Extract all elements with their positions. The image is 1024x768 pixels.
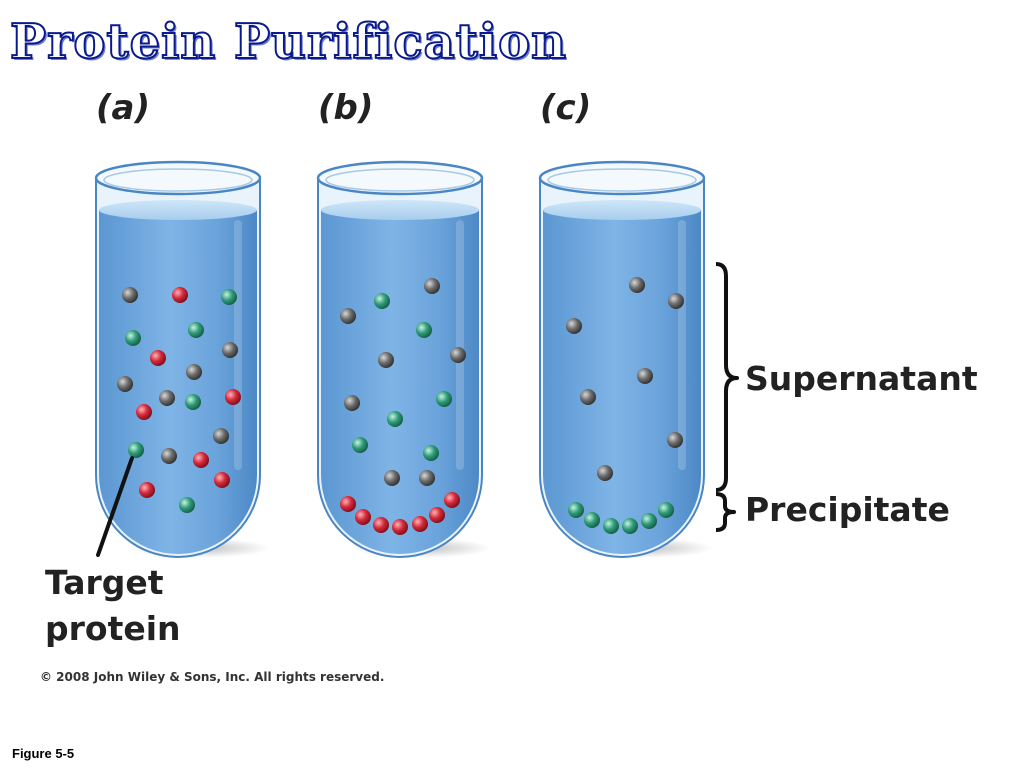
figure-caption: Figure 5-5 bbox=[12, 746, 75, 761]
slide-title: Protein Purification bbox=[9, 13, 567, 71]
green-protein bbox=[221, 289, 237, 305]
red-protein-precipitate bbox=[392, 519, 408, 535]
gray-protein bbox=[566, 318, 582, 334]
test-tube-c bbox=[538, 160, 713, 558]
green-protein-precipitate bbox=[658, 502, 674, 518]
tube-rim-inner bbox=[325, 168, 475, 192]
green-protein-precipitate bbox=[622, 518, 638, 534]
gray-protein bbox=[122, 287, 138, 303]
green-protein-precipitate bbox=[568, 502, 584, 518]
gray-protein bbox=[667, 432, 683, 448]
panel-label-b: (b) bbox=[318, 88, 374, 128]
gray-protein bbox=[344, 395, 360, 411]
gray-protein bbox=[117, 376, 133, 392]
target-protein-label: Target protein bbox=[45, 560, 181, 652]
red-protein bbox=[139, 482, 155, 498]
green-protein bbox=[423, 445, 439, 461]
gray-protein bbox=[629, 277, 645, 293]
green-protein bbox=[188, 322, 204, 338]
target-pointer-line bbox=[96, 456, 134, 557]
green-protein bbox=[179, 497, 195, 513]
gray-protein bbox=[161, 448, 177, 464]
target-protein bbox=[128, 442, 144, 458]
gray-protein bbox=[450, 347, 466, 363]
green-protein bbox=[436, 391, 452, 407]
glass-highlight bbox=[234, 220, 242, 470]
gray-protein bbox=[580, 389, 596, 405]
tube-liquid bbox=[321, 210, 479, 554]
gray-protein bbox=[424, 278, 440, 294]
tube-rim bbox=[94, 160, 262, 196]
test-tube-b bbox=[316, 160, 491, 558]
target-label-line1: Target bbox=[45, 563, 164, 602]
green-protein bbox=[125, 330, 141, 346]
green-protein bbox=[416, 322, 432, 338]
red-protein bbox=[150, 350, 166, 366]
protein-particles bbox=[117, 277, 684, 535]
tube-rim-inner bbox=[103, 168, 253, 192]
green-protein-precipitate bbox=[641, 513, 657, 529]
tube-liquid bbox=[543, 210, 701, 554]
red-protein-precipitate bbox=[373, 517, 389, 533]
red-protein bbox=[225, 389, 241, 405]
green-protein bbox=[374, 293, 390, 309]
gray-protein bbox=[668, 293, 684, 309]
glass-highlight bbox=[456, 220, 464, 470]
red-protein-precipitate bbox=[340, 496, 356, 512]
green-protein bbox=[352, 437, 368, 453]
gray-protein bbox=[378, 352, 394, 368]
gray-protein bbox=[419, 470, 435, 486]
gray-protein bbox=[597, 465, 613, 481]
panel-label-a: (a) bbox=[96, 88, 151, 128]
copyright-notice: © 2008 John Wiley & Sons, Inc. All right… bbox=[40, 670, 385, 684]
red-protein bbox=[193, 452, 209, 468]
liquid-surface bbox=[99, 200, 257, 220]
red-protein-precipitate bbox=[412, 516, 428, 532]
liquid-surface bbox=[543, 200, 701, 220]
red-protein-precipitate bbox=[429, 507, 445, 523]
precipitate-bracket bbox=[715, 492, 736, 532]
precipitate-label: Precipitate bbox=[745, 490, 950, 529]
gray-protein bbox=[222, 342, 238, 358]
green-protein bbox=[185, 394, 201, 410]
gray-protein bbox=[186, 364, 202, 380]
green-protein-precipitate bbox=[584, 512, 600, 528]
tube-rim-inner bbox=[547, 168, 697, 192]
red-protein-precipitate bbox=[444, 492, 460, 508]
panel-label-c: (c) bbox=[540, 88, 592, 128]
red-protein bbox=[136, 404, 152, 420]
red-protein bbox=[214, 472, 230, 488]
green-protein bbox=[387, 411, 403, 427]
liquid-surface bbox=[321, 200, 479, 220]
tube-rim bbox=[538, 160, 706, 196]
tube-liquid bbox=[99, 210, 257, 554]
glass-highlight bbox=[678, 220, 686, 470]
test-tube-a bbox=[94, 160, 270, 558]
red-protein bbox=[172, 287, 188, 303]
target-label-line2: protein bbox=[45, 609, 181, 648]
supernatant-label: Supernatant bbox=[745, 359, 978, 398]
red-protein-precipitate bbox=[355, 509, 371, 525]
tube-rim bbox=[316, 160, 484, 196]
green-protein-precipitate bbox=[603, 518, 619, 534]
gray-protein bbox=[637, 368, 653, 384]
gray-protein bbox=[384, 470, 400, 486]
gray-protein bbox=[159, 390, 175, 406]
supernatant-bracket bbox=[715, 262, 739, 492]
gray-protein bbox=[340, 308, 356, 324]
gray-protein bbox=[213, 428, 229, 444]
